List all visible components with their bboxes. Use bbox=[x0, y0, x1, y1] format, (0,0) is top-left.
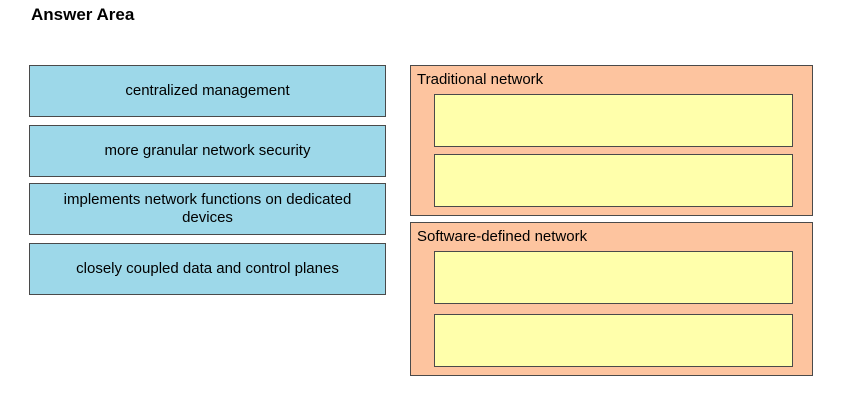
option-centralized-management[interactable]: centralized management bbox=[29, 65, 386, 117]
target-group-label: Traditional network bbox=[417, 71, 544, 88]
drop-slot-sdn-2[interactable] bbox=[434, 314, 793, 367]
drop-slot-sdn-1[interactable] bbox=[434, 251, 793, 304]
option-granular-security[interactable]: more granular network security bbox=[29, 125, 386, 177]
option-dedicated-devices[interactable]: implements network functions on dedicate… bbox=[29, 183, 386, 235]
option-coupled-planes[interactable]: closely coupled data and control planes bbox=[29, 243, 386, 295]
option-label: closely coupled data and control planes bbox=[76, 260, 339, 277]
target-group-label: Software-defined network bbox=[417, 228, 588, 245]
drop-slot-traditional-2[interactable] bbox=[434, 154, 793, 207]
option-label: implements network functions on dedicate… bbox=[63, 191, 352, 226]
option-label: more granular network security bbox=[104, 142, 311, 159]
option-label: centralized management bbox=[125, 82, 290, 99]
target-group-traditional: Traditional network bbox=[410, 65, 813, 216]
target-group-software-defined: Software-defined network bbox=[410, 222, 813, 376]
drop-slot-traditional-1[interactable] bbox=[434, 94, 793, 147]
page-title: Answer Area bbox=[31, 5, 135, 24]
